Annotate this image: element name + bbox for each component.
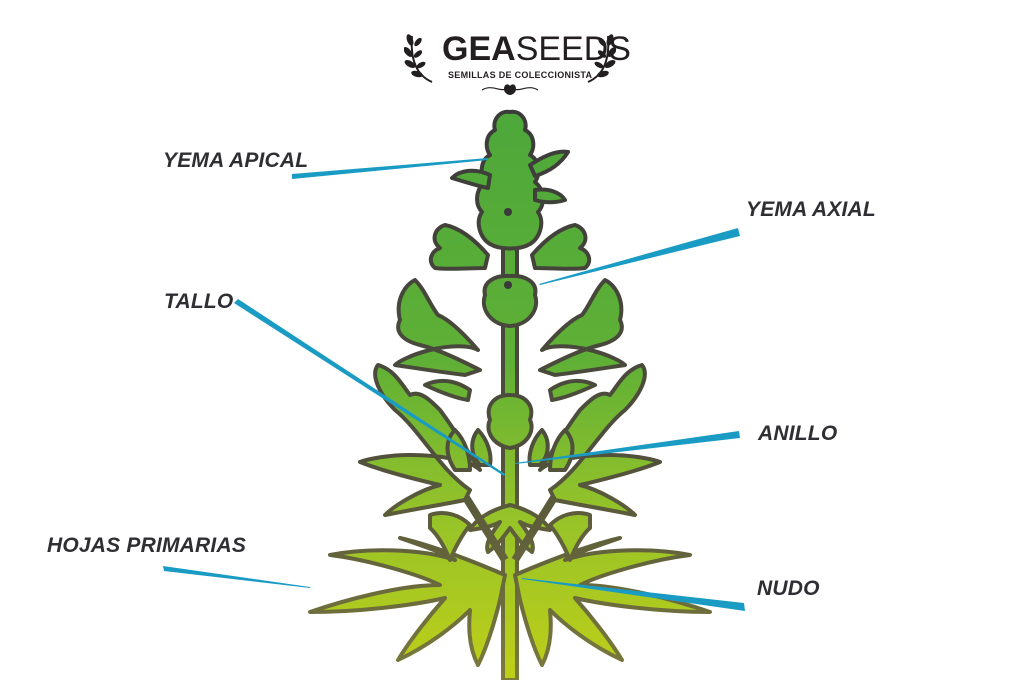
- geaseeds-logo: GEASEEDS SEMILLAS DE COLECCIONISTA: [400, 26, 631, 96]
- logo-brand-light: SEEDS: [515, 30, 631, 68]
- label-anillo: ANILLO: [758, 422, 838, 445]
- leader-yema-apical: [292, 158, 488, 179]
- label-nudo: NUDO: [757, 577, 820, 600]
- leader-yema-axial: [539, 228, 740, 285]
- laurel-right-icon: [587, 34, 616, 83]
- plant: [308, 109, 712, 680]
- upper-leaf-right: [538, 278, 627, 377]
- logo-ornament-icon: [481, 84, 539, 95]
- leader-lines: [163, 158, 745, 611]
- upper-leaf-left: [393, 278, 482, 377]
- top-leaf-right: [530, 223, 592, 271]
- label-hojas-primarias: HOJAS PRIMARIAS: [47, 534, 247, 557]
- logo-wordmark: GEASEEDS: [442, 32, 631, 66]
- logo-tagline: SEMILLAS DE COLECCIONISTA: [448, 70, 593, 80]
- label-yema-apical: YEMA APICAL: [163, 149, 309, 172]
- apical-cola: [475, 109, 545, 251]
- label-yema-axial: YEMA AXIAL: [746, 198, 876, 221]
- label-tallo: TALLO: [164, 290, 234, 313]
- leader-nudo: [522, 578, 745, 611]
- leader-hojas-primarias: [163, 566, 310, 588]
- laurel-left-icon: [404, 34, 433, 83]
- ring-bud: [486, 393, 534, 450]
- top-leaf-left: [428, 223, 490, 271]
- mid-leaf-right: [538, 363, 662, 517]
- leader-tallo: [234, 299, 505, 476]
- axial-bud: [481, 273, 539, 328]
- logo-brand-bold: GEA: [442, 30, 516, 68]
- leader-anillo: [515, 431, 740, 464]
- primary-leaf-left: [308, 536, 507, 667]
